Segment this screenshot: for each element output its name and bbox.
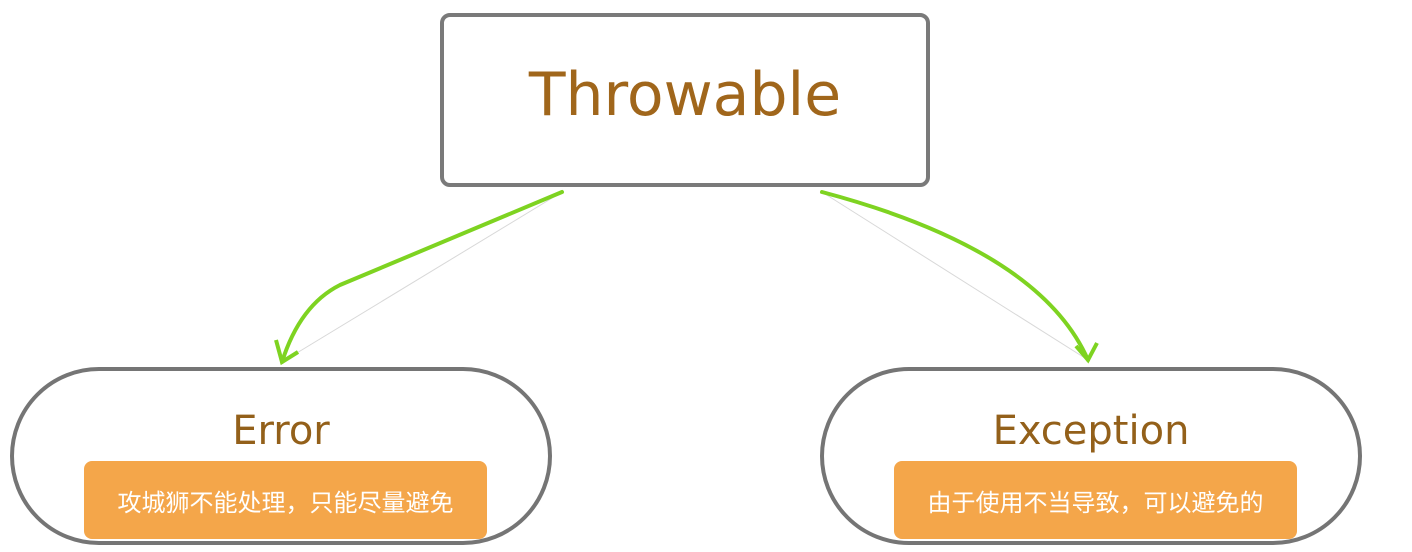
exception-note: 由于使用不当导致，可以避免的 xyxy=(894,461,1297,539)
arrowhead-error-icon xyxy=(274,339,300,366)
guide-line-right xyxy=(821,191,1089,361)
arrow-to-error xyxy=(280,190,564,364)
error-note: 攻城狮不能处理，只能尽量避免 xyxy=(84,461,487,539)
error-label: Error xyxy=(232,408,330,454)
error-node: Error 攻城狮不能处理，只能尽量避免 xyxy=(10,367,552,545)
exception-node: Exception 由于使用不当导致，可以避免的 xyxy=(820,367,1362,545)
throwable-node: Throwable xyxy=(440,13,930,187)
exception-label: Exception xyxy=(992,408,1190,454)
arrow-to-exception xyxy=(820,190,1090,362)
arrowhead-exception-icon xyxy=(1074,342,1099,364)
guide-line-left xyxy=(281,191,563,363)
throwable-label: Throwable xyxy=(528,60,842,130)
